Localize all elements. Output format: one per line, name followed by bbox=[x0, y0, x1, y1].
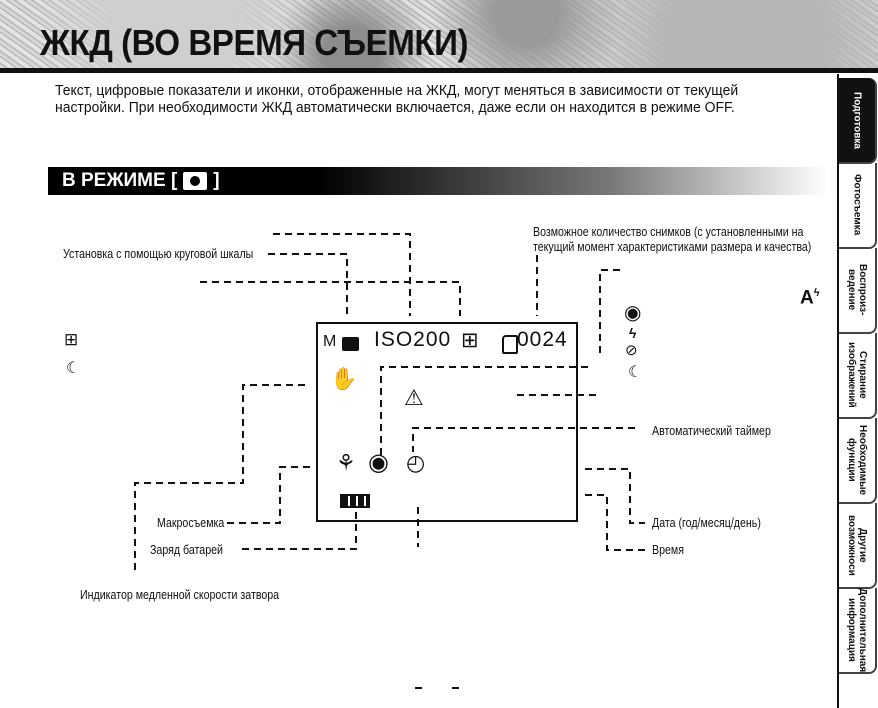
lcd-screen: M ISO200 ⊞ 0024 ✋ ⚠ ⚘ ◉ ◴ bbox=[316, 322, 578, 522]
tab-label: Стирание изображений bbox=[846, 342, 868, 408]
flash-off-icon: ⊘ bbox=[625, 342, 638, 359]
section-close: ] bbox=[213, 170, 220, 191]
tab-playback[interactable]: Воспроиз- ведение bbox=[839, 248, 877, 334]
tab-divider bbox=[837, 74, 839, 708]
section-label: В РЕЖИМЕ [ bbox=[62, 170, 178, 191]
tab-label: Дополнительная информация bbox=[846, 587, 868, 673]
self-timer-icon: ◴ bbox=[406, 450, 426, 475]
camera-icon bbox=[183, 172, 208, 190]
tab-other[interactable]: Другие возможноси bbox=[839, 503, 877, 589]
shots-label-2: текущий момент характеристиками размера … bbox=[533, 240, 812, 254]
camera-icon bbox=[342, 337, 359, 351]
tab-label: Другие возможноси bbox=[846, 514, 868, 576]
tab-label: Необходимые функции bbox=[846, 424, 868, 496]
tab-erasing[interactable]: Стирание изображений bbox=[839, 333, 877, 419]
tab-label: Воспроиз- ведение bbox=[846, 264, 868, 316]
auto-flash-icon: Aϟ bbox=[800, 287, 820, 309]
battery-label: Заряд батарей bbox=[150, 543, 223, 557]
time-label: Время bbox=[652, 543, 684, 557]
page-title: ЖКД (ВО ВРЕМЯ СЪЕМКИ) bbox=[40, 22, 469, 63]
tab-shooting[interactable]: Фотосъемка bbox=[839, 163, 877, 249]
shots-count: 0024 bbox=[517, 328, 568, 351]
shots-label: Возможное количество снимков (с установл… bbox=[533, 225, 804, 239]
red-eye-icon: ◉ bbox=[368, 449, 389, 476]
dial-label: Установка с помощью круговой шкалы bbox=[63, 247, 254, 261]
intro-paragraph: Текст, цифровые показатели и иконки, ото… bbox=[55, 82, 739, 116]
grid-icon: ⊞ bbox=[64, 330, 79, 349]
tab-label: Подготовка bbox=[851, 91, 863, 149]
tab-functions[interactable]: Необходимые функции bbox=[839, 418, 877, 504]
title-rule bbox=[0, 68, 878, 73]
tab-preparation[interactable]: Подготовка bbox=[839, 78, 877, 164]
tab-label: Фотосъемка bbox=[851, 174, 863, 236]
slow-shutter-label: Индикатор медленной скорости затвора bbox=[80, 588, 280, 602]
memory-card-icon bbox=[502, 335, 518, 354]
macro-icon: ⚘ bbox=[336, 450, 356, 475]
macro-label: Макросъемка bbox=[157, 516, 225, 530]
tab-info[interactable]: Дополнительная информация bbox=[839, 588, 877, 674]
night-moon-icon: ☾ bbox=[66, 360, 81, 377]
red-eye-icon: ◉ bbox=[624, 302, 642, 324]
grid-icon: ⊞ bbox=[461, 329, 479, 352]
warning-icon: ⚠ bbox=[404, 385, 424, 410]
section-header: В РЕЖИМЕ [ ] bbox=[48, 167, 828, 195]
iso-value: ISO200 bbox=[374, 328, 452, 351]
timer-label: Автоматический таймер bbox=[652, 424, 771, 438]
date-label: Дата (год/месяц/день) bbox=[652, 516, 761, 530]
battery-icon bbox=[340, 494, 370, 508]
night-moon-icon: ☾ bbox=[628, 364, 643, 381]
title-banner bbox=[0, 0, 878, 68]
flash-icon: ϟ bbox=[629, 325, 637, 341]
mode-indicator: M bbox=[323, 333, 338, 350]
hand-shake-icon: ✋ bbox=[330, 366, 358, 391]
